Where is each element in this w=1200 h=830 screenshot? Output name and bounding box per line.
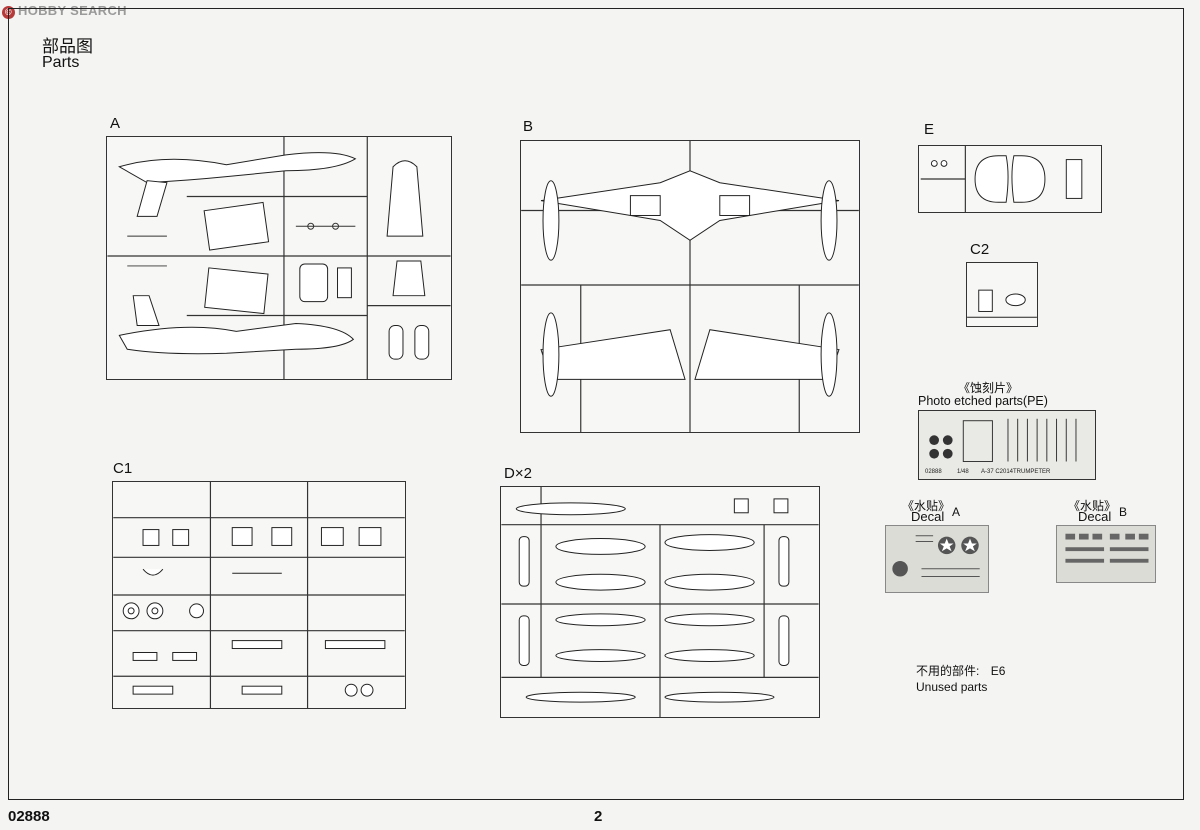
sprue-b-label: B <box>523 118 534 135</box>
sprue-d-label: D×2 <box>504 465 532 482</box>
decal-b-label-en: Decal <box>1078 509 1112 524</box>
sprue-a-frame <box>106 136 452 380</box>
sprue-b-drawing <box>521 141 859 432</box>
decal-a-sheet <box>885 525 989 593</box>
pe-plate-brand: A-37 C2014TRUMPETER <box>981 469 1051 475</box>
decal-a-label-cn: 《水贴》 <box>902 499 951 513</box>
pe-plate-code: 02888 <box>925 469 942 475</box>
pe-label-cn: 《蚀刻片》 <box>958 381 1019 395</box>
decal-a-letter: A <box>952 505 961 519</box>
page-title-en: Parts <box>42 54 80 71</box>
footer-code: 02888 <box>8 808 50 825</box>
sprue-e-frame <box>918 145 1102 213</box>
sprue-c1-drawing <box>113 482 405 708</box>
decal-b-label-cn: 《水贴》 <box>1068 499 1117 513</box>
sprue-c1-label: C1 <box>113 460 133 477</box>
unused-label-en: Unused parts <box>916 680 988 694</box>
sprue-e-drawing <box>920 146 1083 212</box>
sprue-d-frame <box>500 486 820 718</box>
pe-plate: 02888 1/48 A-37 C2014TRUMPETER <box>918 410 1096 480</box>
decal-a-drawing <box>892 535 980 577</box>
sprue-a-drawing <box>107 137 451 379</box>
decal-b-letter: B <box>1119 505 1128 519</box>
watermark-text: HOBBY SEARCH <box>18 3 127 18</box>
sprue-c2-drawing <box>967 289 1037 318</box>
pe-plate-drawing <box>929 418 1077 462</box>
unused-label-cn: 不用的部件: <box>916 664 980 678</box>
sprue-b-frame <box>520 140 860 433</box>
page-title-cn: 部品图 <box>42 37 93 56</box>
pe-label-en: Photo etched parts(PE) <box>918 394 1048 408</box>
page-frame <box>8 8 1184 800</box>
pe-plate-scale: 1/48 <box>957 469 969 475</box>
decal-b-sheet <box>1056 525 1156 583</box>
decal-b-drawing <box>1065 533 1149 563</box>
unused-parts-block: 不用的部件: E6 Unused parts <box>916 663 1005 695</box>
sprue-c1-frame <box>112 481 406 709</box>
sprue-d-drawing <box>501 487 819 717</box>
sprue-c2-label: C2 <box>970 241 990 258</box>
sprue-e-label: E <box>924 121 935 138</box>
decal-a-label-en: Decal <box>911 509 945 524</box>
sprue-c2-frame <box>966 262 1038 327</box>
unused-code: E6 <box>990 664 1006 678</box>
sprue-a-label: A <box>110 115 121 132</box>
footer-page-number: 2 <box>594 808 603 825</box>
